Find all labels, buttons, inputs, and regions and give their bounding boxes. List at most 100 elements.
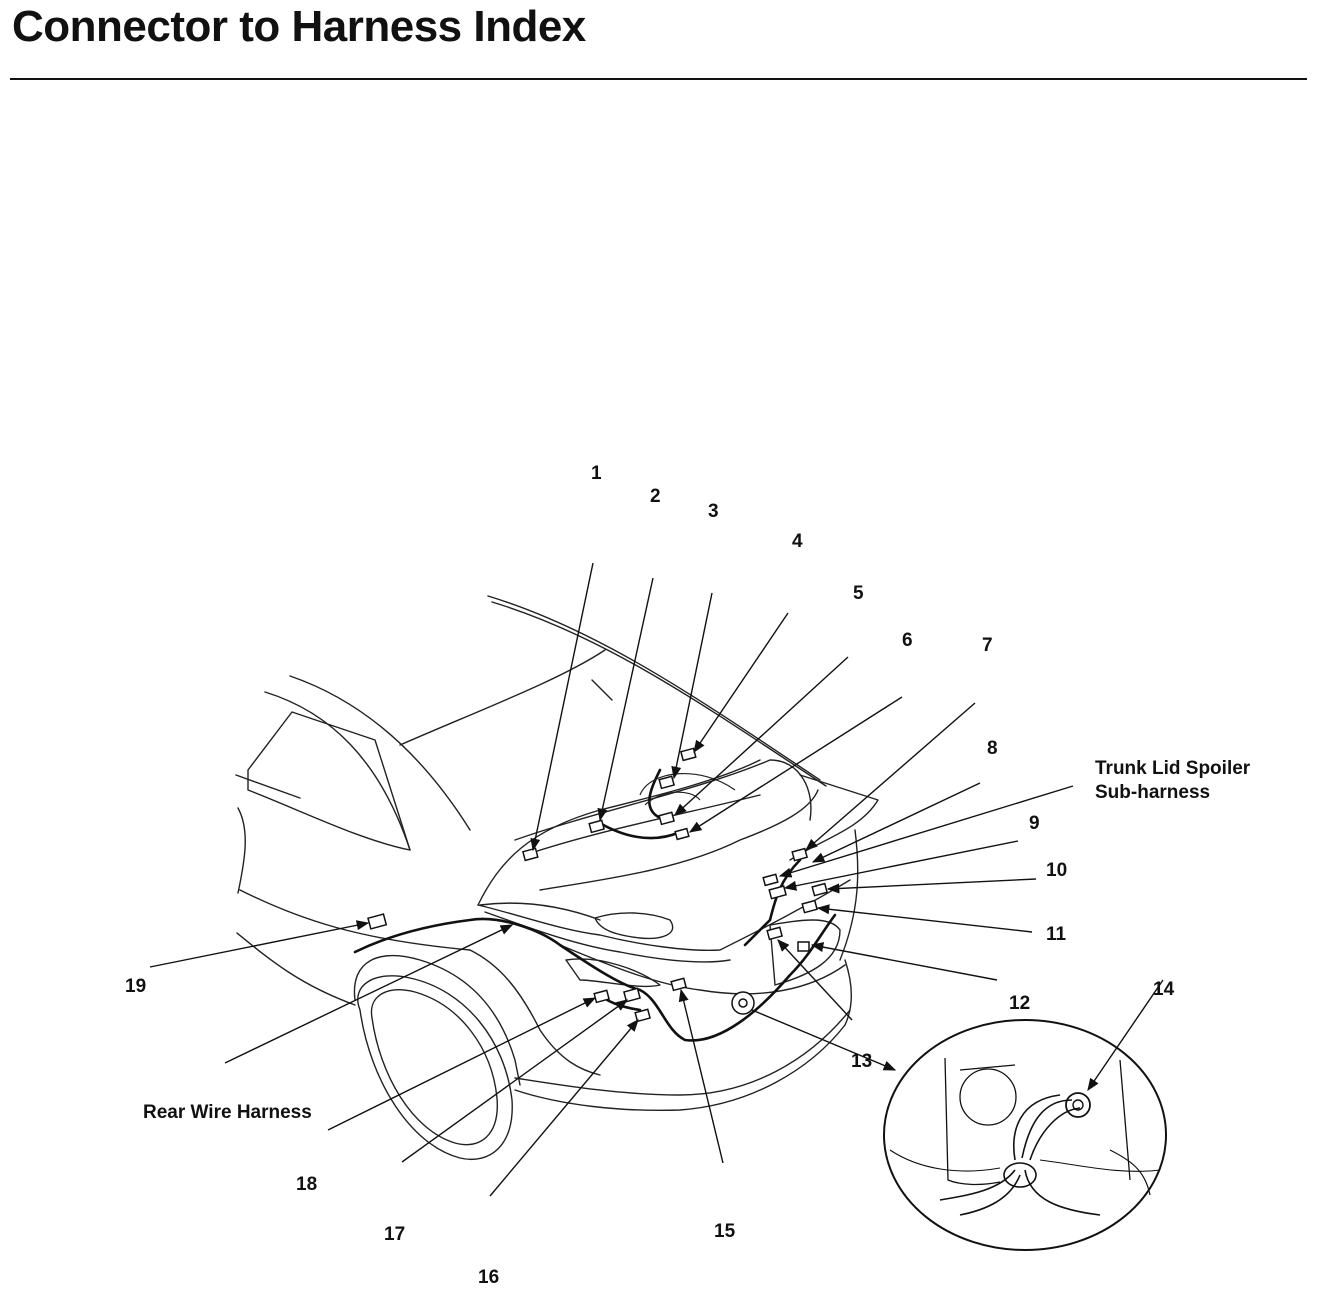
- leader-3: [671, 592, 713, 780]
- connector-11: [801, 899, 819, 914]
- callout-16: 16: [478, 1267, 500, 1288]
- callout-4: 4: [792, 531, 803, 552]
- ground-terminal-13-inner: [738, 998, 748, 1008]
- trunk-lid-surface: [524, 794, 761, 856]
- detail-hole: [959, 1068, 1017, 1126]
- connector-7: [791, 847, 809, 862]
- callout-5: 5: [853, 583, 864, 604]
- connector-5: [658, 811, 675, 826]
- trunk-lid-back: [539, 789, 819, 891]
- page-title: Connector to Harness Index: [12, 2, 586, 51]
- detail-bracket: [959, 1064, 1151, 1196]
- callout-1: 1: [591, 463, 602, 484]
- rear-panel: [559, 944, 846, 995]
- callout-2: 2: [650, 486, 661, 507]
- rear-harness: [353, 913, 837, 1042]
- leader-6: [688, 696, 903, 833]
- callout-15: 15: [714, 1221, 736, 1242]
- leader-rear-harness: [224, 924, 514, 1064]
- leader-spoiler: [778, 785, 1074, 878]
- leader-8: [811, 782, 981, 863]
- connector-8: [762, 873, 779, 887]
- rear-tire-inner: [370, 989, 498, 1146]
- detail-floor-edge: [889, 1149, 1161, 1172]
- detail-grommet: [1003, 1162, 1037, 1188]
- leader-12b: [777, 939, 853, 1021]
- leader-10: [826, 878, 1037, 894]
- door-line: [237, 807, 246, 894]
- spoiler-side: [839, 829, 859, 961]
- detail-ground-bolt: [1065, 1092, 1091, 1118]
- spoiler-top: [789, 774, 879, 861]
- detail-inset: [883, 1019, 1167, 1251]
- bumper-top: [514, 1009, 851, 1096]
- wheel-arch: [353, 954, 521, 1086]
- taillight-left: [565, 958, 661, 988]
- callout-6: 6: [902, 630, 913, 651]
- connector-6: [674, 827, 690, 841]
- connector-16: [634, 1008, 651, 1023]
- connector-9: [768, 885, 787, 900]
- trunk-lid-top: [514, 759, 812, 841]
- leader-5: [674, 656, 849, 816]
- leader-1: [530, 562, 594, 852]
- connector-1: [521, 847, 539, 862]
- leader-7: [805, 702, 976, 851]
- license-recess: [594, 912, 674, 940]
- callout-12: 12: [1009, 993, 1031, 1014]
- c-pillar: [264, 691, 411, 851]
- callout-11: 11: [1046, 924, 1067, 945]
- trunk-harness: [596, 820, 682, 840]
- connector-12b: [797, 941, 810, 952]
- title-divider: [10, 78, 1307, 80]
- quarter-panel: [469, 949, 601, 1076]
- connector-15: [670, 977, 687, 992]
- detail-frame: [883, 1019, 1167, 1251]
- callout-3: 3: [708, 501, 719, 522]
- leader-19: [149, 920, 370, 968]
- leader-lines: [149, 562, 1164, 1197]
- leader-11: [816, 904, 1033, 933]
- callout-13: 13: [851, 1051, 873, 1072]
- detail-ground-bolt-core: [1072, 1099, 1084, 1111]
- leader-14: [1087, 979, 1164, 1092]
- spoiler-harness-label-line1: Trunk Lid Spoiler: [1095, 758, 1251, 779]
- connector-17: [623, 987, 641, 1003]
- connector-4: [658, 775, 675, 790]
- body-side: [239, 889, 471, 951]
- roof-edge-inner: [491, 601, 827, 787]
- leader-15: [678, 988, 724, 1164]
- bumper-bottom: [514, 1024, 846, 1112]
- leader-9: [783, 840, 1019, 891]
- taillight-right: [769, 919, 841, 986]
- detail-panel: [944, 1057, 1131, 1186]
- connector-19: [367, 913, 388, 930]
- rear-window-upper: [399, 649, 606, 746]
- trunk-gap: [479, 902, 601, 921]
- rear-wire-harness-label: Rear Wire Harness: [143, 1102, 312, 1123]
- leader-12: [810, 942, 998, 981]
- leader-16: [489, 1019, 639, 1197]
- rocker-line: [236, 932, 356, 1006]
- connector-3: [679, 747, 697, 762]
- callout-7: 7: [982, 635, 993, 656]
- car-body: [235, 595, 879, 1160]
- leader-13: [751, 1009, 897, 1071]
- leader-17: [401, 999, 629, 1163]
- callout-10: 10: [1046, 860, 1068, 881]
- leader-2: [597, 577, 654, 822]
- side-window-trim: [235, 774, 301, 799]
- callout-17: 17: [384, 1224, 406, 1245]
- spoiler-harness-label-line2: Sub-harness: [1095, 782, 1211, 803]
- callout-19: 19: [125, 976, 147, 997]
- connector-10: [811, 882, 829, 897]
- callout-9: 9: [1029, 813, 1040, 834]
- roof-edge: [487, 595, 821, 781]
- wire-harness: [353, 768, 837, 1042]
- leader-18: [327, 997, 597, 1131]
- connectors: [367, 747, 829, 1023]
- callout-8: 8: [987, 738, 998, 759]
- leader-4: [693, 612, 789, 754]
- spoiler-harness-label: Trunk Lid Spoiler Sub-harness: [1095, 757, 1250, 805]
